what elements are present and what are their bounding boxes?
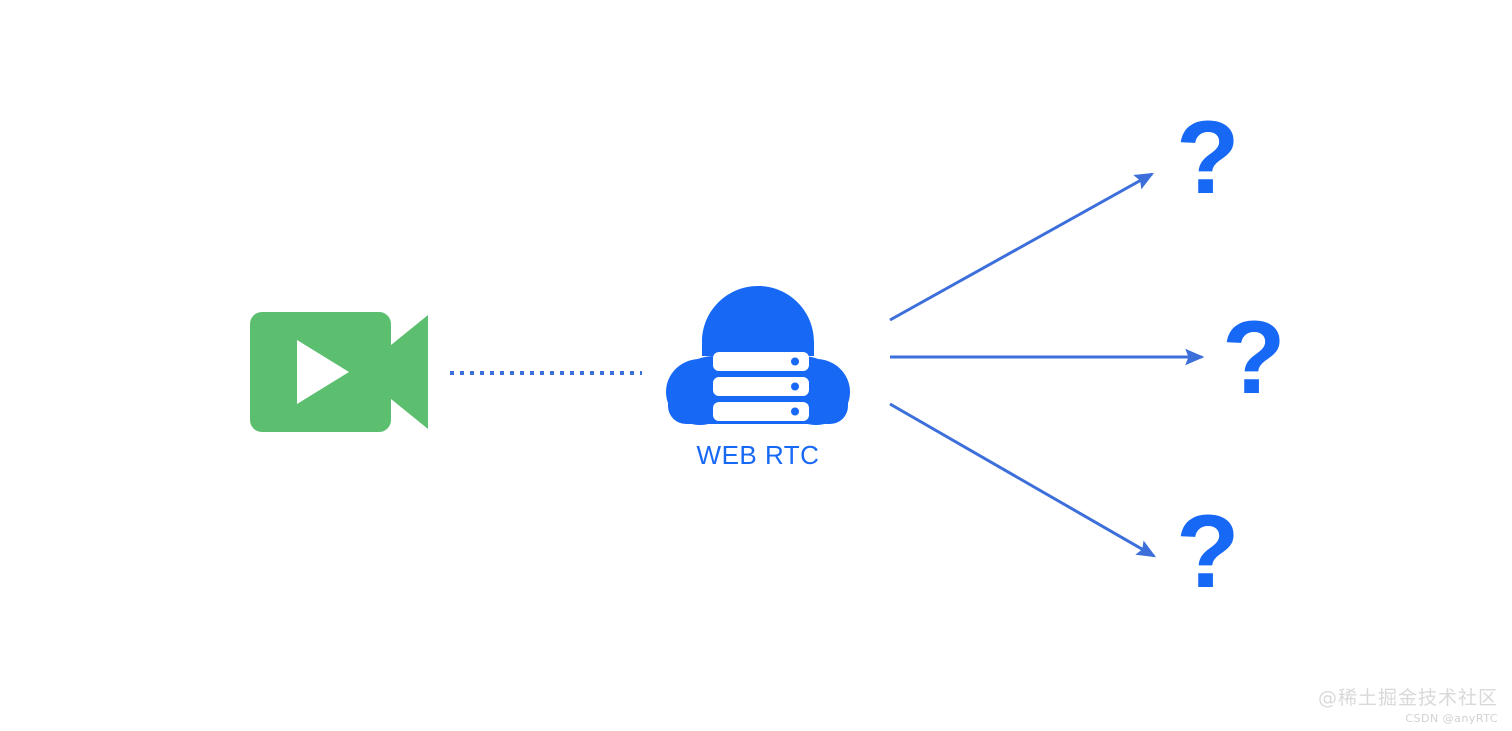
- cloud-to-endpoint-top-arrow: [889, 172, 1155, 322]
- cloud-to-endpoint-bottom-arrow: [889, 402, 1157, 558]
- watermark: @稀土掘金技术社区 CSDN @anyRTC: [1318, 683, 1498, 725]
- server-rack-row: [713, 402, 809, 421]
- server-rack-row: [713, 377, 809, 396]
- question-mark-icon-top: ?: [1176, 100, 1240, 216]
- video-camera-icon: [250, 312, 428, 432]
- webrtc-node-label: WEB RTC: [696, 440, 820, 470]
- question-mark-icon-middle: ?: [1222, 300, 1286, 416]
- server-rack-row: [713, 352, 809, 371]
- watermark-secondary-text: CSDN @anyRTC: [1405, 712, 1498, 725]
- watermark-primary-text: @稀土掘金技术社区: [1317, 687, 1498, 709]
- question-mark-icon-bottom: ?: [1176, 494, 1240, 610]
- cloud-server-icon: [666, 286, 850, 425]
